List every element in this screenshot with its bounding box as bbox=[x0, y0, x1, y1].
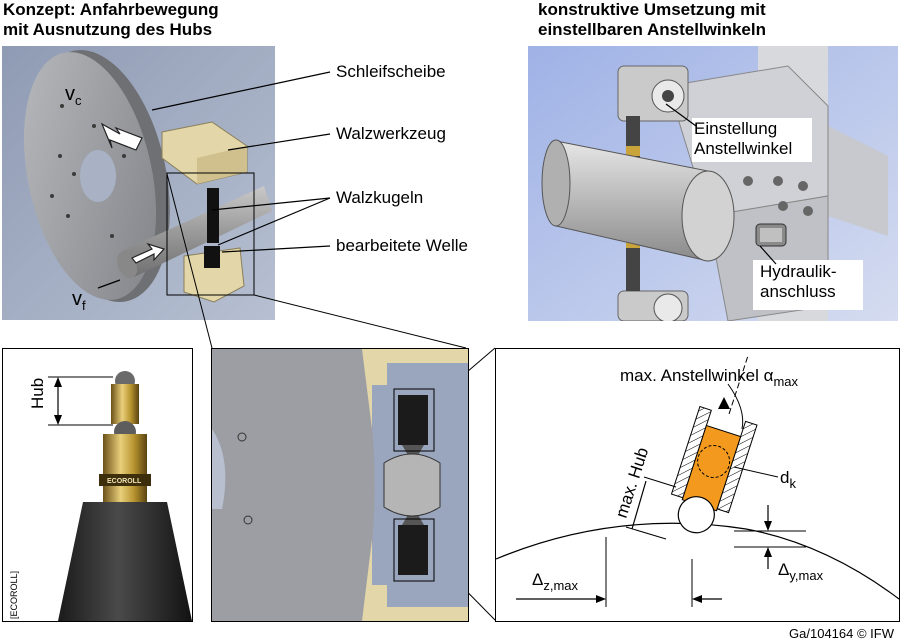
label-hydraulik: Hydraulik- anschluss bbox=[760, 262, 837, 302]
label-einstellung-line1: Einstellung bbox=[694, 119, 778, 138]
detail-diagram-svg: max. Anstellwinkel αmax max. Hub dk Δz,m… bbox=[496, 356, 899, 607]
vc-label: vc bbox=[65, 83, 82, 108]
vf-sub: f bbox=[82, 298, 86, 313]
vc-text: v bbox=[65, 83, 75, 105]
footer-credit: Ga/104164 © IFW bbox=[789, 626, 894, 641]
hub-label: Hub bbox=[28, 378, 47, 409]
right-title-line1: konstruktive Umsetzung mit bbox=[538, 0, 766, 19]
left-title-line1: Konzept: Anfahrbewegung bbox=[3, 0, 219, 19]
left-title-line2: mit Ausnutzung des Hubs bbox=[3, 20, 213, 39]
vf-label: vf bbox=[72, 288, 86, 313]
wheel-holes bbox=[50, 104, 126, 238]
concept-render bbox=[2, 46, 275, 320]
label-walzkugeln: Walzkugeln bbox=[336, 188, 424, 207]
right-title-line2: einstellbaren Anstellwinkeln bbox=[538, 20, 766, 39]
brand-text: ECOROLL bbox=[107, 478, 142, 485]
dz-label: Δz,max bbox=[532, 570, 579, 593]
label-einstellung-line2: Anstellwinkel bbox=[694, 139, 793, 158]
construction-render-svg bbox=[528, 46, 898, 321]
tool-photo: ECOROLL Hub [ECOROLL] bbox=[2, 348, 193, 622]
label-schleifscheibe: Schleifscheibe bbox=[336, 62, 446, 81]
construction-render bbox=[528, 46, 898, 321]
left-title: Konzept: Anfahrbewegung mit Ausnutzung d… bbox=[3, 0, 219, 40]
zoom-render-svg bbox=[212, 349, 468, 621]
detail-diagram: max. Anstellwinkel αmax max. Hub dk Δz,m… bbox=[495, 348, 900, 622]
label-hydraulik-line1: Hydraulik- bbox=[760, 262, 837, 281]
label-einstellung: Einstellung Anstellwinkel bbox=[694, 119, 792, 159]
label-hydraulik-line2: anschluss bbox=[760, 282, 836, 301]
vc-arrow bbox=[100, 122, 143, 151]
angle-label: max. Anstellwinkel αmax bbox=[620, 366, 799, 389]
tool-photo-svg: ECOROLL Hub [ECOROLL] bbox=[9, 371, 192, 621]
vf-text: v bbox=[72, 288, 82, 310]
label-walzwerkzeug: Walzwerkzeug bbox=[336, 124, 446, 143]
concept-render-svg bbox=[2, 46, 275, 320]
vf-arrow bbox=[131, 242, 166, 264]
shaft bbox=[122, 186, 272, 278]
credit-label: [ECOROLL] bbox=[9, 571, 19, 619]
dy-label: Δy,max bbox=[778, 560, 824, 583]
label-welle: bearbeitete Welle bbox=[336, 236, 468, 255]
vc-sub: c bbox=[75, 93, 82, 108]
dk-label: dk bbox=[780, 468, 796, 491]
zoom-render bbox=[211, 348, 469, 622]
right-title: konstruktive Umsetzung mit einstellbaren… bbox=[538, 0, 766, 40]
max-hub-label: max. Hub bbox=[612, 445, 653, 520]
